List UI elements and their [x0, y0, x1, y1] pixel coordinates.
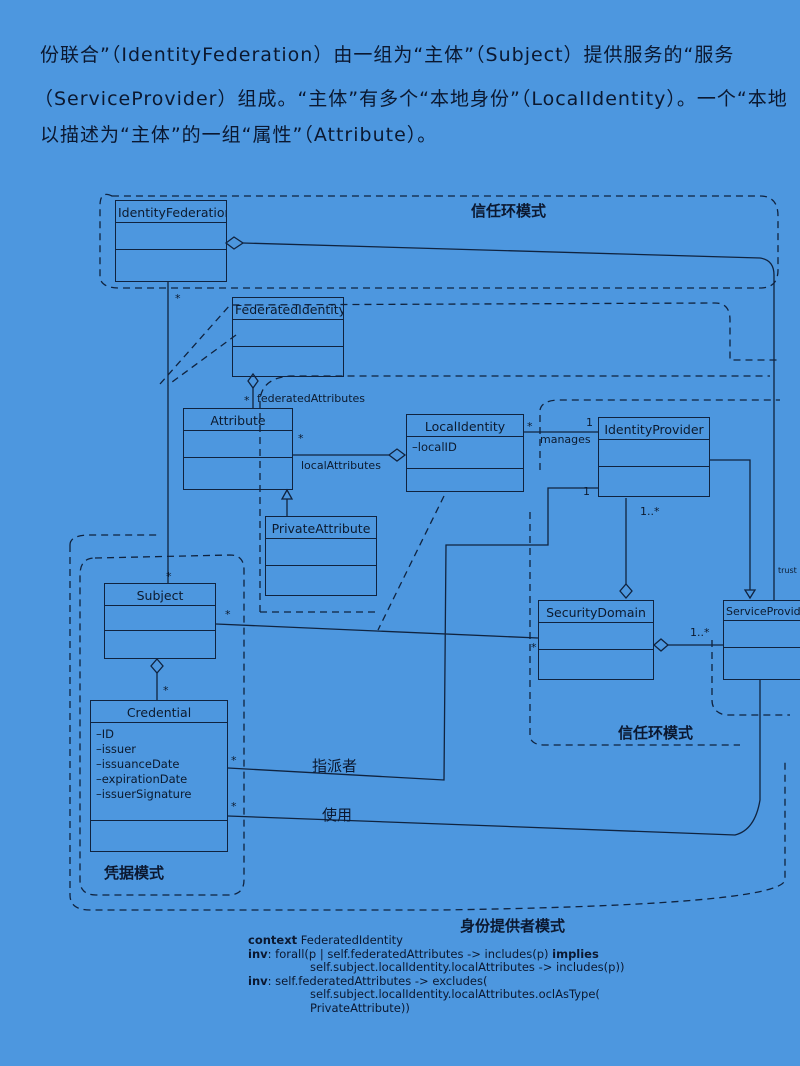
- class-private-attribute: PrivateAttribute: [265, 516, 377, 596]
- class-name: Subject: [105, 584, 215, 606]
- ocl-constraints: context FederatedIdentity inv: forall(p …: [248, 933, 625, 1016]
- class-attributes-section: [105, 606, 215, 631]
- mult-star: *: [175, 292, 181, 305]
- aggregation-diamond-credential: [150, 658, 164, 674]
- generalization-arrow-attribute: [280, 488, 294, 500]
- mult-one-many: 1..*: [690, 626, 710, 639]
- class-attribute: Attribute: [183, 408, 293, 490]
- label-federated-attributes: federatedAttributes: [257, 392, 366, 405]
- class-operations-section: [233, 347, 343, 373]
- trust-ring-bottom-region: [539, 399, 780, 470]
- class-name: SecurityDomain: [539, 601, 653, 623]
- mult-one: 1: [583, 485, 590, 498]
- class-name: FederatedIdentity: [233, 298, 343, 320]
- label-appointer: 指派者: [312, 757, 358, 775]
- class-attributes-section: [184, 431, 292, 458]
- class-federated-identity: FederatedIdentity: [232, 297, 344, 377]
- paragraph-line-1: 份联合”（IdentityFederation）由一组为“主体”（Subject…: [40, 44, 735, 66]
- class-service-provider: ServiceProvider: [723, 600, 800, 680]
- aggregation-diamond-serviceprovider: [653, 638, 669, 652]
- aggregation-diamond-federation: [224, 236, 245, 250]
- attribute-expiration-date: –expirationDate: [96, 772, 188, 786]
- attribute-local-id: –localID: [412, 440, 457, 454]
- class-operations-section: [599, 467, 709, 493]
- class-name: PrivateAttribute: [266, 517, 376, 539]
- label-uses: 使用: [322, 806, 353, 824]
- label-trust-ring-bottom: 信任环模式: [618, 724, 694, 742]
- class-operations-section: [407, 469, 523, 491]
- ocl-line-6: PrivateAttribute)): [310, 1000, 410, 1015]
- ocl-line-5: self.subject.localIdentity.localAttribut…: [310, 987, 600, 1002]
- mult-star: *: [163, 684, 169, 697]
- attribute-issuer-signature: –issuerSignature: [96, 787, 192, 801]
- mult-star: *: [231, 800, 237, 813]
- paragraph-line-3: 以描述为“主体”的一组“属性”（Attribute）。: [40, 124, 438, 146]
- paragraph-line-2: （ServiceProvider）组成。“主体”有多个“本地身份”（LocalI…: [34, 88, 788, 110]
- label-trust-ring-top: 信任环模式: [471, 202, 547, 220]
- class-operations-section: [266, 566, 376, 592]
- trust-ring-top-region: [99, 193, 779, 289]
- class-operations-section: [184, 458, 292, 484]
- credential-pattern-region: [79, 554, 245, 896]
- class-identity-provider: IdentityProvider: [598, 417, 710, 497]
- attribute-issuer: –issuer: [96, 742, 137, 756]
- class-name: Attribute: [184, 409, 292, 431]
- ocl-line-3: self.subject.localIdentity.localAttribut…: [310, 960, 625, 975]
- mult-star: *: [231, 754, 237, 767]
- mult-star: *: [225, 608, 231, 621]
- mult-star: *: [531, 641, 537, 654]
- ocl-line-4: inv: self.federatedAttributes -> exclude…: [248, 973, 488, 988]
- class-attributes-section: –ID –issuer –issuanceDate –expirationDat…: [91, 723, 227, 821]
- mult-star: *: [166, 570, 172, 583]
- mult-trust: trust: [778, 566, 797, 575]
- aggregation-diamond-securitydomain: [619, 583, 633, 599]
- class-attributes-section: –localID: [407, 437, 523, 469]
- mult-one: 1: [586, 416, 593, 429]
- ocl-line-1: context FederatedIdentity: [248, 933, 403, 947]
- class-name: IdentityProvider: [599, 418, 709, 440]
- label-manages: manages: [540, 433, 591, 446]
- class-attributes-section: [724, 621, 800, 648]
- class-name: ServiceProvider: [724, 601, 800, 621]
- class-operations-section: [724, 648, 800, 674]
- generalization-arrow-serviceprovider: [743, 589, 757, 600]
- class-operations-section: [539, 650, 653, 676]
- class-operations-section: [91, 821, 227, 847]
- label-credential-pattern: 凭据模式: [104, 864, 165, 882]
- identity-provider-pattern-region: [159, 302, 780, 385]
- class-attributes-section: [266, 539, 376, 566]
- ocl-line-2: inv: forall(p | self.federatedAttributes…: [248, 946, 599, 961]
- class-credential: Credential –ID –issuer –issuanceDate –ex…: [90, 700, 228, 852]
- label-local-attributes: localAttributes: [301, 459, 381, 472]
- class-attributes-section: [116, 223, 226, 250]
- aggregation-diamond-localidentity: [387, 448, 407, 462]
- class-attributes-section: [233, 320, 343, 347]
- class-subject: Subject: [104, 583, 216, 659]
- class-local-identity: LocalIdentity –localID: [406, 414, 524, 492]
- class-identity-federation: IdentityFederation: [115, 200, 227, 282]
- class-attributes-section: [539, 623, 653, 650]
- class-attributes-section: [599, 440, 709, 467]
- mult-star: *: [244, 394, 250, 407]
- class-name: IdentityFederation: [116, 201, 226, 223]
- attribute-id: –ID: [96, 727, 114, 741]
- class-operations-section: [105, 631, 215, 655]
- class-security-domain: SecurityDomain: [538, 600, 654, 680]
- attribute-issuance-date: –issuanceDate: [96, 757, 180, 771]
- class-name: LocalIdentity: [407, 415, 523, 437]
- class-name: Credential: [91, 701, 227, 723]
- aggregation-diamond-attribute: [247, 372, 259, 390]
- mult-star: *: [298, 432, 304, 445]
- mult-one-many: 1..*: [640, 505, 660, 518]
- mult-star: *: [527, 420, 533, 433]
- label-identity-provider-pattern: 身份提供者模式: [460, 917, 566, 935]
- class-operations-section: [116, 250, 226, 276]
